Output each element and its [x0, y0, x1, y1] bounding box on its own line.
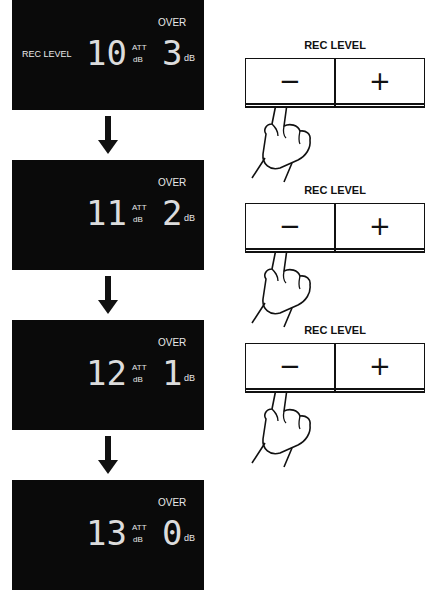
push-button: − [245, 343, 335, 393]
pointing-hand [252, 384, 310, 467]
display-text: ATT [132, 204, 147, 212]
pointing-hand [252, 99, 310, 182]
segment-digits: 0 [162, 516, 182, 550]
button-label: REC LEVEL [304, 185, 366, 196]
display-text: ATT [132, 524, 147, 532]
segment-digits: 10 [86, 36, 127, 70]
display-text: dB [184, 54, 195, 63]
display-text: ATT [132, 44, 147, 52]
segment-digits: 13 [86, 516, 127, 550]
down-arrow [98, 436, 118, 474]
push-button: − [245, 203, 335, 253]
display-text: dB [184, 534, 195, 543]
display-text: dB [133, 216, 143, 224]
button-sign: + [369, 353, 391, 379]
button-sign: + [369, 68, 391, 94]
display-text: REC LEVEL [22, 50, 72, 59]
display-text: dB [133, 56, 143, 64]
segment-digits: 2 [162, 196, 182, 230]
segment-digits: 1 [162, 356, 182, 390]
display-text: dB [133, 536, 143, 544]
push-button: − [245, 58, 335, 108]
button-sign: − [279, 213, 301, 239]
down-arrow [98, 116, 118, 154]
push-button: + [335, 203, 425, 253]
display-text: OVER [158, 338, 186, 348]
display-text: OVER [158, 498, 186, 508]
down-arrow [98, 276, 118, 314]
display-panel: 13ATTdBOVER0dB [12, 480, 204, 590]
display-text: dB [184, 374, 195, 383]
button-sign: − [279, 353, 301, 379]
pointing-hand [252, 244, 310, 327]
display-text: OVER [158, 178, 186, 188]
display-panel: REC LEVEL10ATTdBOVER3dB [12, 0, 204, 110]
button-label: REC LEVEL [304, 325, 366, 336]
segment-digits: 3 [162, 36, 182, 70]
button-label: REC LEVEL [304, 40, 366, 51]
display-text: OVER [158, 18, 186, 28]
button-sign: + [369, 213, 391, 239]
button-sign: − [279, 68, 301, 94]
push-button: + [335, 58, 425, 108]
display-text: dB [133, 376, 143, 384]
display-panel: 12ATTdBOVER1dB [12, 320, 204, 430]
push-button: + [335, 343, 425, 393]
display-text: dB [184, 214, 195, 223]
display-text: ATT [132, 364, 147, 372]
display-panel: 11ATTdBOVER2dB [12, 160, 204, 270]
segment-digits: 12 [86, 356, 127, 390]
segment-digits: 11 [86, 196, 127, 230]
